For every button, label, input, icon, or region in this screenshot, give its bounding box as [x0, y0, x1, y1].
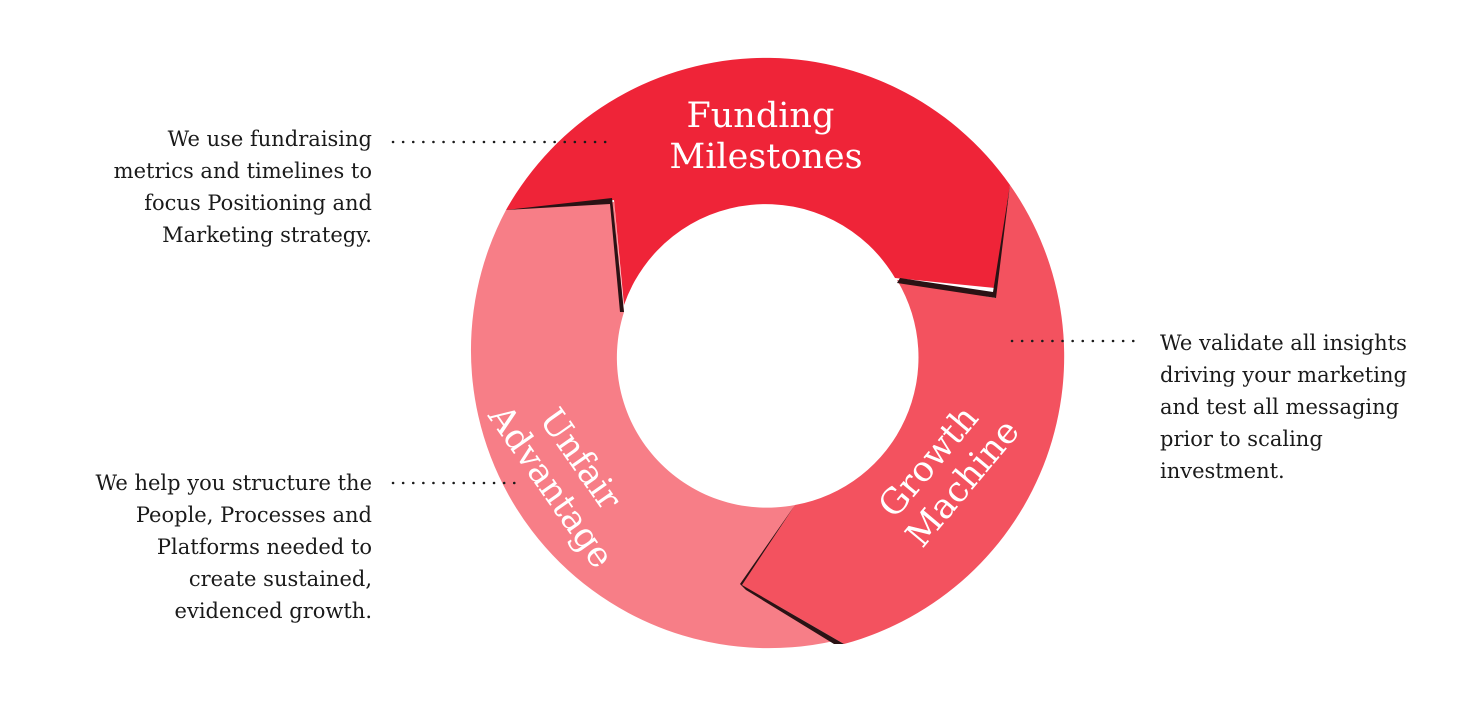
description-line: We use fundraising — [167, 127, 372, 151]
description-growth-machine: We validate all insights driving your ma… — [1160, 327, 1407, 487]
description-unfair-advantage: We help you structure the People, Proces… — [95, 467, 372, 627]
description-line: investment. — [1160, 459, 1285, 483]
description-line: evidenced growth. — [174, 599, 372, 623]
label-funding-line-1: Funding — [686, 96, 834, 136]
description-line: Platforms needed to — [156, 535, 372, 559]
description-line: prior to scaling — [1160, 427, 1323, 451]
description-line: and test all messaging — [1160, 395, 1400, 419]
segment-unfair-advantage — [470, 202, 834, 649]
description-line: We validate all insights — [1160, 331, 1407, 355]
label-funding-line-2: Milestones — [669, 137, 862, 177]
description-line: People, Processes and — [135, 503, 372, 527]
arrow-shadow-unfair — [740, 505, 844, 644]
description-line: We help you structure the — [95, 471, 372, 495]
label-funding-milestones: Funding Milestones — [669, 96, 862, 177]
description-line: driving your marketing — [1160, 363, 1407, 387]
description-line: focus Positioning and — [144, 191, 372, 215]
description-line: Marketing strategy. — [162, 223, 372, 247]
arrow-shadow-funding — [506, 198, 624, 312]
description-funding-milestones: We use fundraising metrics and timelines… — [114, 123, 372, 251]
segment-growth-machine — [742, 185, 1065, 644]
description-line: create sustained, — [188, 567, 372, 591]
description-line: metrics and timelines to — [113, 159, 372, 183]
segment-funding-milestones — [506, 57, 1010, 305]
